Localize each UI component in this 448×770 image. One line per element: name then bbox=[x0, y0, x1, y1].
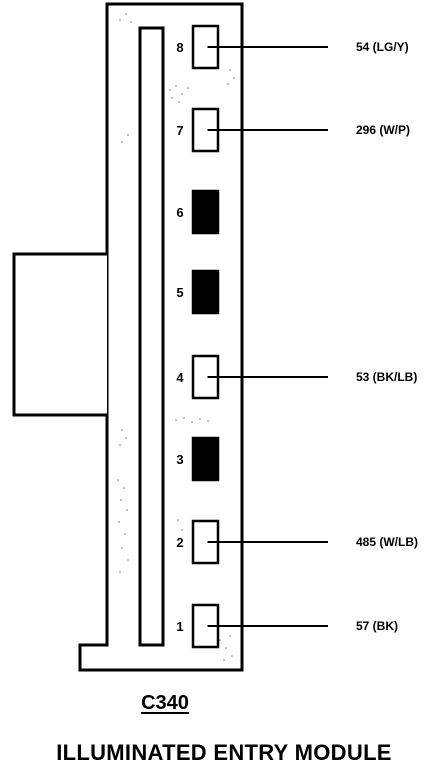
pin-number: 2 bbox=[176, 535, 183, 550]
wire-label: 54 (LG/Y) bbox=[356, 40, 409, 54]
pin-cavity-plugged bbox=[191, 189, 220, 235]
pin-cavity-plugged bbox=[191, 436, 220, 482]
scan-texture bbox=[117, 13, 235, 661]
pin-number: 6 bbox=[176, 205, 183, 220]
pin-number: 4 bbox=[176, 370, 184, 385]
pin-number: 3 bbox=[176, 452, 183, 467]
wire-label: 485 (W/LB) bbox=[356, 535, 418, 549]
wire-group: 54 (LG/Y) 296 (W/P) 53 (BK/LB) 485 (W/LB) 57… bbox=[207, 40, 418, 633]
connector-latch bbox=[12, 252, 107, 417]
pin-cavity-plugged bbox=[191, 269, 220, 315]
pin-number: 5 bbox=[176, 285, 183, 300]
wire-label: 57 (BK) bbox=[356, 619, 398, 633]
connector-id-text: C340 bbox=[141, 692, 189, 714]
pin-number: 8 bbox=[176, 40, 183, 55]
connector-id: C340 bbox=[100, 692, 230, 715]
connector-rail bbox=[138, 26, 165, 647]
pin-number: 7 bbox=[176, 123, 183, 138]
wire-label: 296 (W/P) bbox=[356, 123, 410, 137]
module-title: ILLUMINATED ENTRY MODULE bbox=[56, 740, 392, 765]
pin-number: 1 bbox=[176, 619, 183, 634]
wire-label: 53 (BK/LB) bbox=[356, 370, 417, 384]
